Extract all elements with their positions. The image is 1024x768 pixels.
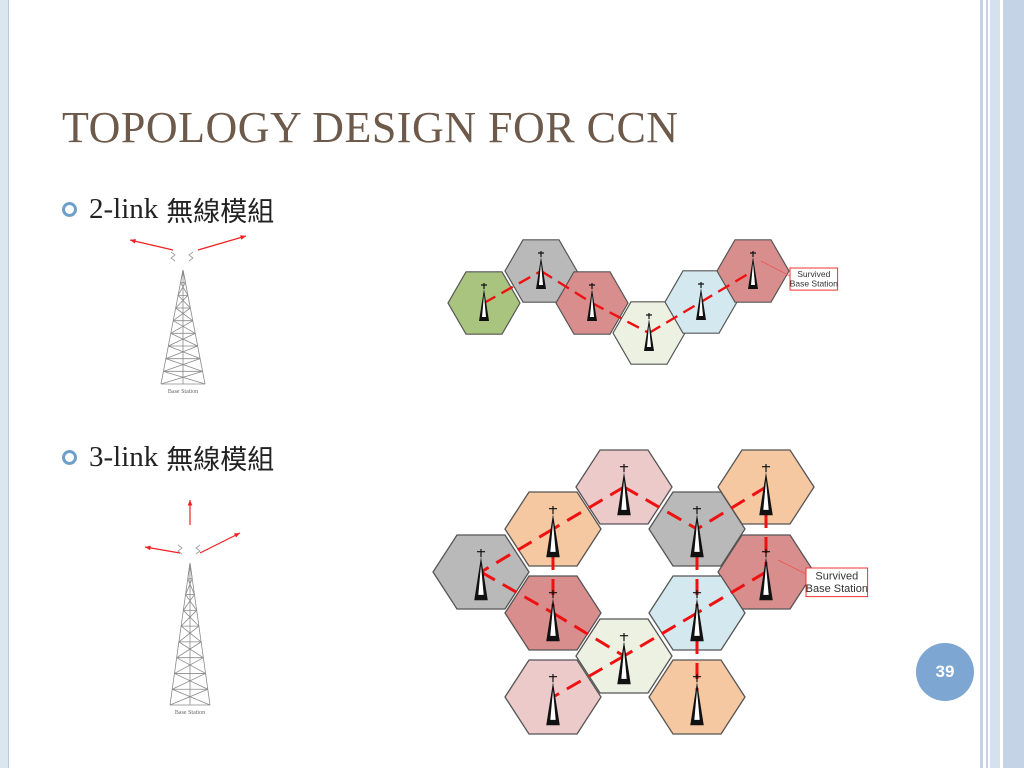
arrow-head-icon	[130, 238, 136, 244]
bullet-label: 2-link	[89, 193, 159, 225]
mini-tower-icon	[474, 549, 488, 601]
mini-tower-icon	[587, 283, 597, 321]
link-line	[480, 527, 554, 574]
mini-tower-icon	[617, 464, 631, 516]
bullet-label-zh: 無線模組	[166, 445, 275, 476]
signal-zigzag-icon	[170, 251, 176, 262]
signal-zigzag-icon	[188, 251, 194, 262]
two-link-links	[483, 269, 754, 335]
bullet-2-link: 2-link 無線模組	[62, 190, 274, 229]
three-link-tower-diagram: Base Station	[144, 500, 241, 716]
arrow-head-icon	[187, 500, 193, 506]
link-line	[483, 269, 542, 305]
link-line	[552, 611, 625, 658]
arrow-head-icon	[240, 235, 246, 240]
tower-caption: Base Station	[168, 389, 198, 395]
signal-zigzag-icon	[195, 544, 201, 555]
bullet-dot-icon	[62, 202, 77, 217]
right-decorative-frame	[980, 0, 1024, 768]
bullet-label-zh: 無線模組	[166, 197, 275, 228]
callout-leader	[777, 559, 807, 575]
callout-text: Survived	[815, 571, 858, 583]
signal-arrow	[129, 239, 174, 251]
mini-tower-icon	[696, 282, 706, 320]
slide-title: TOPOLOGY DESIGN FOR CCN	[62, 103, 679, 152]
link-line	[591, 301, 650, 335]
link-line	[623, 611, 698, 658]
signal-zigzag-icon	[177, 544, 183, 555]
signal-arrow	[199, 532, 241, 554]
link-line	[696, 485, 767, 531]
link-line	[540, 269, 593, 305]
mini-tower-icon	[748, 251, 758, 289]
link-line	[552, 654, 625, 699]
bullet-dot-icon	[62, 450, 77, 465]
mini-tower-icon	[690, 506, 704, 558]
link-line	[648, 300, 702, 335]
arrow-head-icon	[145, 545, 151, 551]
mini-tower-icon	[546, 674, 560, 726]
mini-tower-icon	[759, 464, 773, 516]
mini-tower-icon	[546, 590, 560, 642]
link-line	[552, 485, 625, 531]
lattice-tower-icon: Base Station	[144, 500, 241, 716]
link-line	[696, 570, 767, 615]
bullet-label: 3-link	[89, 441, 159, 473]
signal-arrow	[197, 235, 247, 251]
mini-tower-icon	[690, 674, 704, 726]
mini-tower-icon	[546, 506, 560, 558]
bullet-3-link: 3-link 無線模組	[62, 438, 274, 477]
two-link-tower-diagram: Base Station	[129, 235, 247, 395]
left-edge-bar	[0, 0, 9, 768]
link-line	[480, 570, 554, 615]
mini-tower-icon	[759, 549, 773, 601]
mini-tower-icon	[479, 283, 489, 321]
mini-tower-icon	[644, 313, 654, 351]
link-line	[700, 269, 754, 304]
callout-text: Base Station	[806, 583, 868, 595]
signal-arrow	[144, 546, 181, 554]
link-line	[623, 485, 698, 531]
tower-caption: Base Station	[175, 710, 205, 716]
callout-text: Base Station	[790, 279, 838, 289]
two-link-cells	[447, 239, 790, 365]
mini-tower-icon	[536, 251, 546, 289]
callout-text: Survived	[797, 269, 830, 279]
mini-tower-icon	[690, 590, 704, 642]
mini-tower-icon	[617, 633, 631, 685]
page-number-badge: 39	[916, 643, 974, 701]
lattice-tower-icon: Base Station	[129, 235, 247, 395]
callout-leader	[760, 260, 791, 277]
arrow-head-icon	[234, 533, 240, 538]
